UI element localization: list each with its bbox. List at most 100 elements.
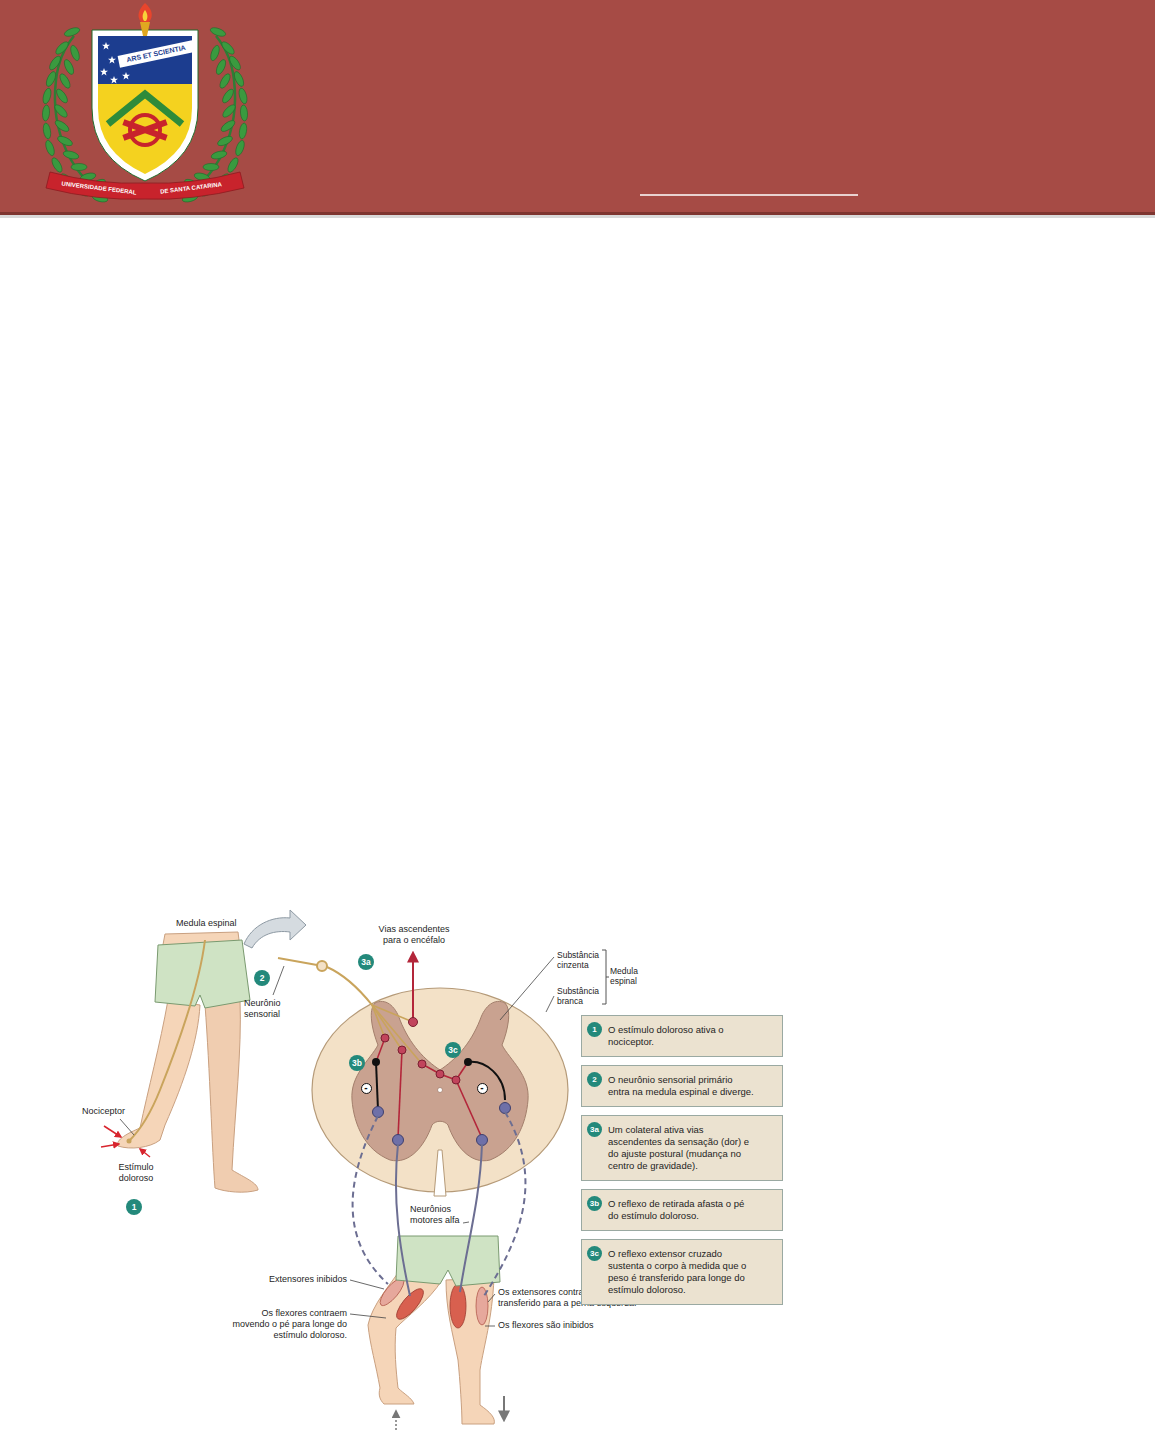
leader-line	[350, 1314, 386, 1318]
step-text: O reflexo extensor cruzado sustenta o co…	[608, 1248, 754, 1296]
central-canal	[438, 1088, 443, 1093]
leader-line	[350, 1280, 384, 1289]
interneuron	[398, 1046, 406, 1054]
motor-neurons	[373, 1103, 511, 1146]
leg	[205, 1000, 258, 1192]
torch-flame	[138, 3, 151, 22]
leader-line	[488, 1294, 495, 1302]
callout-number: 3c	[445, 1042, 461, 1058]
inhibitory-interneuron	[464, 1058, 472, 1066]
axon	[422, 1064, 456, 1080]
interneuron	[381, 1034, 389, 1042]
interneuron	[436, 1070, 444, 1078]
inhibitory-axon	[468, 1062, 505, 1100]
motor-axon-inhibited	[484, 1112, 525, 1296]
interneuron-axons	[376, 1038, 482, 1138]
star	[100, 68, 108, 76]
leader-line	[120, 1119, 134, 1135]
part-label: Extensores inibidos	[235, 1274, 347, 1285]
inhibitory-interneuron	[372, 1058, 380, 1066]
leader-line	[485, 1326, 495, 1327]
interneurons	[381, 1018, 460, 1085]
standing-leg	[446, 1278, 494, 1424]
shield	[98, 36, 192, 174]
nociceptor	[127, 1139, 132, 1144]
leader-line	[546, 996, 554, 1012]
step-text: O estímulo doloroso ativa o nociceptor.	[608, 1024, 754, 1048]
step-box: 3a Um colateral ativa vias ascendentes da…	[581, 1115, 783, 1181]
sensory-neuron	[327, 967, 372, 1005]
ganglion-cell	[317, 961, 327, 971]
callout-number: 3a	[587, 1122, 602, 1137]
callout-number: 3c	[587, 1246, 602, 1261]
callout-number: 1	[126, 1199, 142, 1215]
motto-band	[118, 40, 195, 68]
part-label: Medula espinal	[176, 918, 242, 929]
motor-axon-inhibited	[353, 1116, 388, 1284]
sensory-branches	[372, 1005, 422, 1064]
ascending-pathway	[412, 953, 414, 1022]
step-text: O neurônio sensorial primário entra na m…	[608, 1074, 754, 1098]
part-label: Nociceptor	[82, 1106, 142, 1117]
emblem	[122, 119, 167, 140]
part-label: Neurônio sensorial	[244, 998, 292, 1020]
spinal-cord	[273, 950, 609, 1196]
stimulus-arrow	[101, 1144, 119, 1147]
person-legs	[101, 910, 306, 1192]
emblem	[122, 119, 167, 140]
grey-matter	[352, 1001, 528, 1160]
callout-number: 2	[587, 1072, 602, 1087]
motion-arrow	[503, 1396, 505, 1420]
step-box: 1 O estímulo doloroso ativa o nociceptor.	[581, 1015, 783, 1057]
header-shadow	[0, 212, 1155, 215]
leader-line	[273, 966, 284, 995]
motor-axon	[460, 1144, 482, 1292]
interneuron	[418, 1060, 426, 1068]
part-label: Vias ascendentes para o encéfalo	[378, 924, 450, 946]
torch-flame	[143, 10, 148, 21]
star	[102, 42, 110, 50]
part-label: Medula espinal	[610, 966, 654, 986]
stimulus-arrow	[104, 1126, 121, 1137]
interneuron	[409, 1018, 418, 1027]
shorts	[396, 1236, 500, 1286]
sensory-neuron	[130, 940, 205, 1140]
ventral-fissure	[434, 1150, 446, 1196]
callout-number: 1	[587, 1022, 602, 1037]
step-box: 2 O neurônio sensorial primário entra na …	[581, 1065, 783, 1107]
branch	[372, 1005, 422, 1064]
part-label: Substância branca	[557, 986, 603, 1006]
callout-number: 3a	[358, 954, 374, 970]
ribbon	[46, 172, 244, 199]
leg	[118, 1000, 200, 1148]
extensor-muscle	[450, 1284, 466, 1328]
note: Os flexores contraem movendo o pé para l…	[225, 1308, 347, 1341]
header-shadow	[0, 215, 1155, 218]
university-logo	[42, 3, 249, 203]
step-text: Um colateral ativa vias ascendentes da s…	[608, 1124, 754, 1172]
torch	[140, 22, 150, 36]
axon	[398, 1050, 402, 1138]
shield-field	[98, 36, 195, 84]
motor-axon	[396, 1144, 410, 1296]
inhibition-sign: -	[477, 1083, 488, 1094]
callout-number: 2	[254, 970, 270, 986]
header-band	[0, 0, 1155, 212]
step-box: 3c O reflexo extensor cruzado sustenta o …	[581, 1239, 783, 1305]
underline	[640, 194, 858, 196]
branch	[372, 1005, 402, 1050]
motor-neuron	[393, 1135, 404, 1146]
motor-neuron	[500, 1103, 511, 1114]
bracket	[602, 950, 609, 1004]
inhibition-sign: -	[361, 1083, 372, 1094]
star	[122, 72, 130, 80]
star	[108, 56, 116, 64]
stimulus-arrow	[140, 1149, 150, 1157]
sensory-neuron	[278, 958, 317, 965]
step-text: O reflexo de retirada afasta o pé do est…	[608, 1198, 754, 1222]
inhibitory-axon	[376, 1062, 378, 1110]
interneuron	[452, 1076, 460, 1084]
motion-arrow	[395, 1411, 397, 1430]
